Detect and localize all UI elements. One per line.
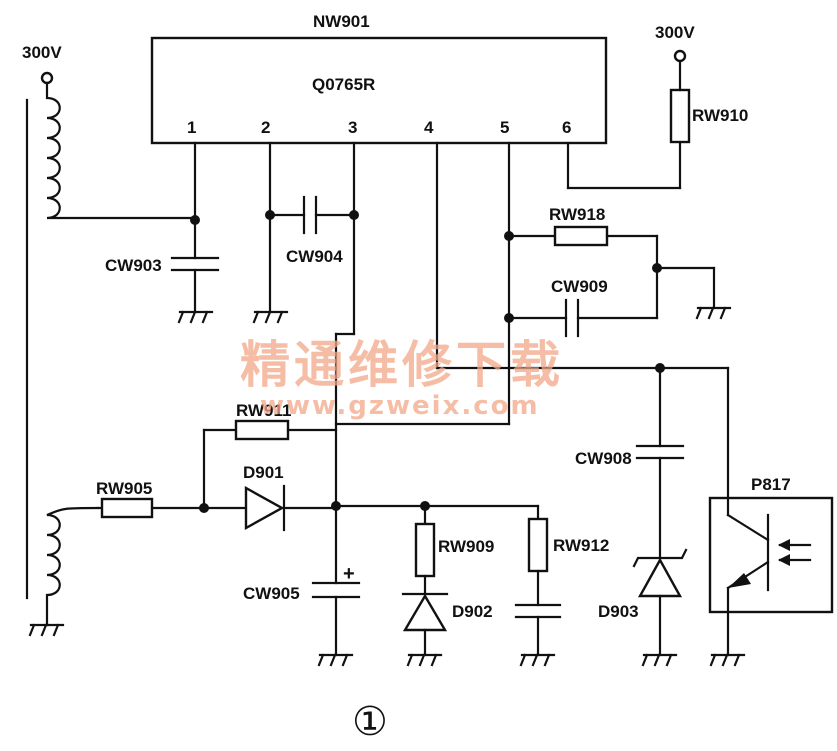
rw911-body bbox=[234, 419, 290, 441]
supply-terminal-right bbox=[673, 49, 687, 63]
supply-label-left: 300V bbox=[22, 43, 62, 62]
ic-pin-3: 3 bbox=[348, 118, 357, 137]
rw909-label: RW909 bbox=[438, 537, 494, 556]
cw904-label: CW904 bbox=[286, 247, 343, 266]
p817-collector bbox=[726, 513, 770, 542]
ic-pin-1: 1 bbox=[187, 118, 196, 137]
primary-winding bbox=[45, 81, 197, 220]
rw910-body bbox=[669, 88, 691, 144]
ground-cw905 bbox=[317, 653, 354, 667]
p817-light-arrows bbox=[778, 539, 812, 566]
ground-p817 bbox=[709, 653, 746, 667]
rw912-label: RW912 bbox=[553, 536, 609, 555]
cw903-label: CW903 bbox=[105, 256, 162, 275]
d902-label: D902 bbox=[452, 602, 493, 621]
d901-body bbox=[244, 485, 285, 531]
ground-rw912 bbox=[519, 653, 556, 667]
ground-d902 bbox=[406, 653, 443, 667]
ic-ref-label: NW901 bbox=[313, 12, 370, 31]
ic-part-label: Q0765R bbox=[312, 75, 375, 94]
watermark-chinese: 精通维修下载 bbox=[240, 336, 564, 394]
ground-rc bbox=[695, 306, 732, 320]
p817-label: P817 bbox=[751, 475, 791, 494]
ic-pin-2: 2 bbox=[261, 118, 270, 137]
figure-number: ① bbox=[352, 699, 388, 745]
rw918-body bbox=[553, 225, 609, 247]
rw912-body bbox=[527, 517, 549, 573]
p817-emitter-arrow bbox=[728, 573, 751, 588]
cw909-label: CW909 bbox=[551, 277, 608, 296]
d903-body bbox=[637, 557, 683, 598]
rw905-body bbox=[100, 497, 154, 519]
ic-body bbox=[150, 36, 608, 145]
rw909-body bbox=[414, 522, 436, 578]
rw918-label: RW918 bbox=[549, 205, 605, 224]
ground-d903 bbox=[641, 653, 678, 667]
supply-label-right: 300V bbox=[655, 23, 695, 42]
node-rw905 bbox=[199, 503, 209, 513]
ground-pin2 bbox=[252, 310, 289, 324]
d902-body bbox=[402, 593, 448, 632]
supply-terminal-left bbox=[40, 71, 54, 85]
node-pin3 bbox=[349, 210, 359, 220]
cw905-polarity: + bbox=[343, 563, 355, 585]
aux-winding bbox=[45, 506, 100, 627]
ic-pin-6: 6 bbox=[562, 118, 571, 137]
ic-pin-5: 5 bbox=[500, 118, 509, 137]
ground-cw903 bbox=[177, 310, 214, 324]
d901-label: D901 bbox=[243, 463, 284, 482]
node-pin1 bbox=[190, 215, 200, 225]
rw910-label: RW910 bbox=[692, 106, 748, 125]
ground-aux bbox=[28, 623, 65, 637]
cw905-label: CW905 bbox=[243, 584, 300, 603]
cw908-label: CW908 bbox=[575, 449, 632, 468]
rw911-label: RW911 bbox=[236, 401, 291, 420]
rw905-label: RW905 bbox=[96, 479, 152, 498]
watermark-url: www.gzweix.com bbox=[260, 391, 540, 421]
ic-pin-4: 4 bbox=[424, 118, 434, 137]
d903-label: D903 bbox=[598, 602, 639, 621]
